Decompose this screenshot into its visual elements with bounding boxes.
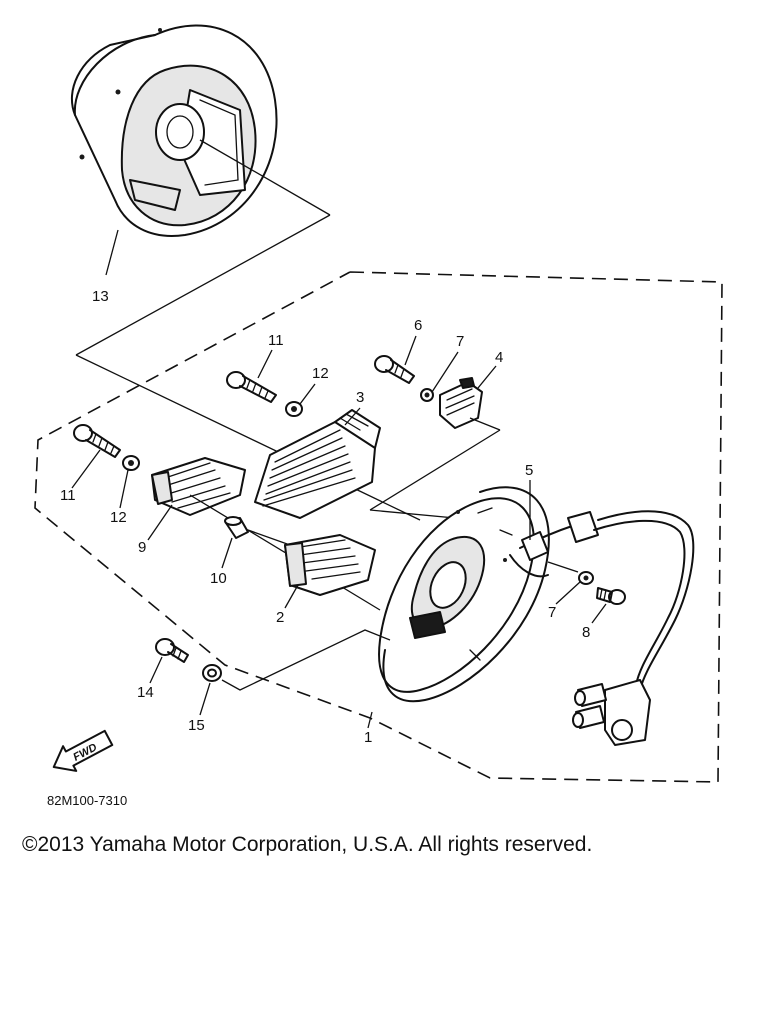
coil-4 bbox=[439, 377, 483, 429]
callout-4: 4 bbox=[495, 349, 503, 366]
bolt-left bbox=[73, 424, 121, 458]
callout-7-upper: 7 bbox=[456, 333, 464, 350]
callout-3: 3 bbox=[356, 389, 364, 406]
stator-base-plate bbox=[378, 486, 550, 703]
coil-2 bbox=[284, 534, 376, 596]
coil-3 bbox=[254, 409, 381, 519]
bolt-6 bbox=[374, 355, 415, 384]
callout-2: 2 bbox=[276, 609, 284, 626]
leader-rotor-to-stator bbox=[75, 214, 331, 356]
screw-14 bbox=[155, 638, 189, 663]
washer-upper bbox=[285, 401, 303, 417]
washer-7-upper bbox=[420, 388, 434, 402]
callout-11-left: 11 bbox=[60, 487, 76, 504]
callout-8: 8 bbox=[582, 624, 590, 641]
flywheel-rotor bbox=[70, 24, 331, 276]
fwd-arrow-icon: FWD bbox=[52, 729, 114, 772]
drawing-code: 82M100-7310 bbox=[47, 793, 127, 808]
callout-7-right: 7 bbox=[548, 604, 556, 621]
callout-15: 15 bbox=[188, 717, 205, 734]
coil-9 bbox=[151, 457, 246, 516]
callout-13: 13 bbox=[92, 288, 109, 305]
leader-washer-15 bbox=[221, 629, 391, 691]
washer-7-right bbox=[578, 571, 594, 585]
callout-12-upper: 12 bbox=[312, 365, 329, 382]
copyright-notice: ©2013 Yamaha Motor Corporation, U.S.A. A… bbox=[22, 833, 592, 856]
bolt-upper bbox=[226, 371, 277, 403]
wire-harness-5 bbox=[509, 510, 695, 746]
callout-9: 9 bbox=[138, 539, 146, 556]
screw-8 bbox=[596, 587, 626, 605]
washer-left bbox=[122, 455, 140, 471]
callout-12-left: 12 bbox=[110, 509, 127, 526]
callout-11-upper: 11 bbox=[268, 332, 284, 349]
callout-5: 5 bbox=[525, 462, 533, 479]
washer-15 bbox=[202, 664, 222, 682]
spacer-10 bbox=[224, 516, 249, 539]
leader-stator-center bbox=[75, 354, 421, 521]
callout-6: 6 bbox=[414, 317, 422, 334]
callout-1: 1 bbox=[364, 729, 372, 746]
callout-14: 14 bbox=[137, 684, 154, 701]
callout-10: 10 bbox=[210, 570, 227, 587]
